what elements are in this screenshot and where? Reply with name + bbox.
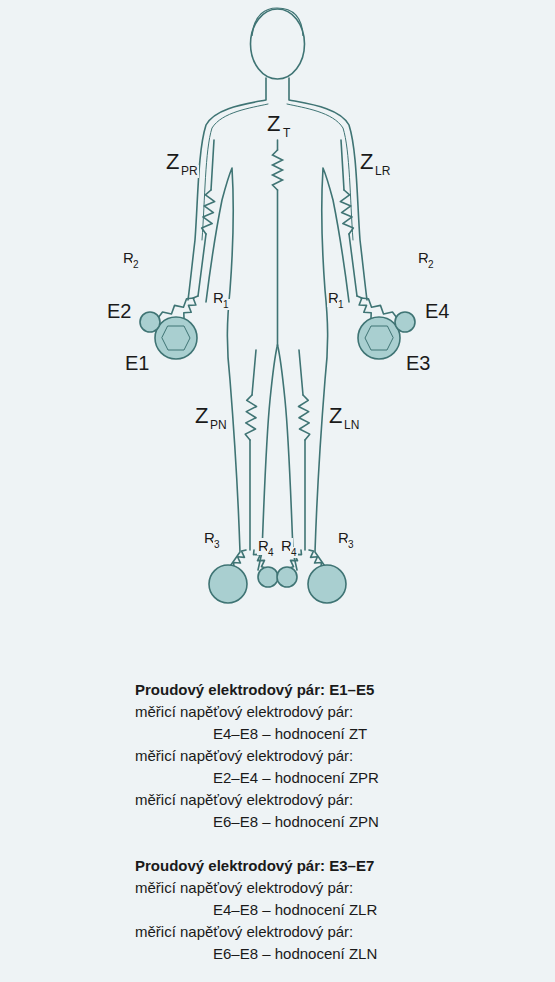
subscript: LR bbox=[374, 165, 391, 178]
hand-shape bbox=[365, 326, 393, 350]
electrode-label: E3 bbox=[405, 352, 431, 374]
electrode-label: E1 bbox=[124, 352, 150, 374]
resistor-symbol bbox=[340, 190, 353, 234]
caption-line: E6–E8 – hodnocení ZLN bbox=[213, 946, 377, 963]
body-inner-line bbox=[287, 104, 353, 240]
caption-line: E2–E4 – hodnocení ZPR bbox=[213, 770, 379, 787]
caption-heading: Proudový elektrodový pár: E1–E5 bbox=[135, 682, 374, 699]
resistor-symbol bbox=[299, 395, 310, 440]
resistor-symbol bbox=[309, 550, 321, 567]
electrode bbox=[140, 312, 160, 332]
electrode bbox=[258, 567, 278, 587]
hair-line bbox=[252, 8, 303, 36]
wire bbox=[341, 140, 344, 190]
wire bbox=[249, 440, 251, 550]
impedance-label: Z bbox=[194, 404, 209, 428]
resistor-symbol bbox=[158, 298, 194, 318]
wire bbox=[252, 350, 256, 395]
electrode-label: E4 bbox=[424, 300, 450, 322]
subscript: 3 bbox=[213, 539, 221, 550]
caption-line: měřicí napěťový elektrodový pár: bbox=[135, 792, 353, 809]
subscript: LN bbox=[343, 419, 360, 432]
electrode bbox=[308, 565, 346, 603]
resistor-symbol bbox=[273, 150, 283, 190]
caption-heading: Proudový elektrodový pár: E3–E7 bbox=[135, 858, 374, 875]
resistor-symbol bbox=[245, 395, 256, 440]
impedance-label: Z bbox=[359, 150, 374, 174]
wire bbox=[349, 234, 357, 296]
subscript: 2 bbox=[427, 259, 435, 270]
wire bbox=[277, 140, 279, 150]
electrode bbox=[277, 567, 297, 587]
electrode bbox=[395, 312, 415, 332]
subscript: 1 bbox=[337, 299, 345, 310]
impedance-label: Z bbox=[328, 404, 343, 428]
subscript: 4 bbox=[267, 547, 275, 558]
impedance-label: Z bbox=[165, 150, 180, 174]
electrode bbox=[155, 317, 197, 359]
wire bbox=[299, 350, 303, 395]
hand-shape bbox=[162, 326, 190, 350]
head-outline bbox=[251, 9, 305, 79]
caption-line: měřicí napěťový elektrodový pár: bbox=[135, 748, 353, 765]
subscript: 3 bbox=[347, 539, 355, 550]
caption-line: měřicí napěťový elektrodový pár: bbox=[135, 880, 353, 897]
subscript: 4 bbox=[290, 547, 298, 558]
body-outline bbox=[188, 78, 278, 572]
subscript: 2 bbox=[132, 259, 140, 270]
electrode bbox=[209, 565, 247, 603]
body-outline bbox=[278, 78, 368, 572]
body-inner-line bbox=[202, 104, 268, 240]
subscript: 1 bbox=[222, 299, 230, 310]
impedance-label: Z bbox=[266, 112, 281, 136]
wire bbox=[304, 440, 306, 550]
caption-line: měřicí napěťový elektrodový pár: bbox=[135, 924, 353, 941]
subscript: T bbox=[282, 127, 291, 140]
resistor-symbol bbox=[234, 550, 246, 567]
resistor-symbol bbox=[202, 190, 215, 234]
caption-line: E4–E8 – hodnocení ZLR bbox=[213, 902, 377, 919]
wire bbox=[277, 190, 279, 345]
wire bbox=[211, 140, 214, 190]
subscript: PN bbox=[209, 419, 228, 432]
caption-line: E4–E8 – hodnocení ZT bbox=[213, 726, 367, 743]
caption-line: E6–E8 – hodnocení ZPN bbox=[213, 814, 379, 831]
subscript: PR bbox=[180, 165, 199, 178]
caption-line: měřicí napěťový elektrodový pár: bbox=[135, 704, 353, 721]
electrode bbox=[358, 317, 400, 359]
resistor-symbol bbox=[361, 298, 397, 318]
wire bbox=[198, 234, 206, 296]
electrode-label: E2 bbox=[106, 300, 132, 322]
